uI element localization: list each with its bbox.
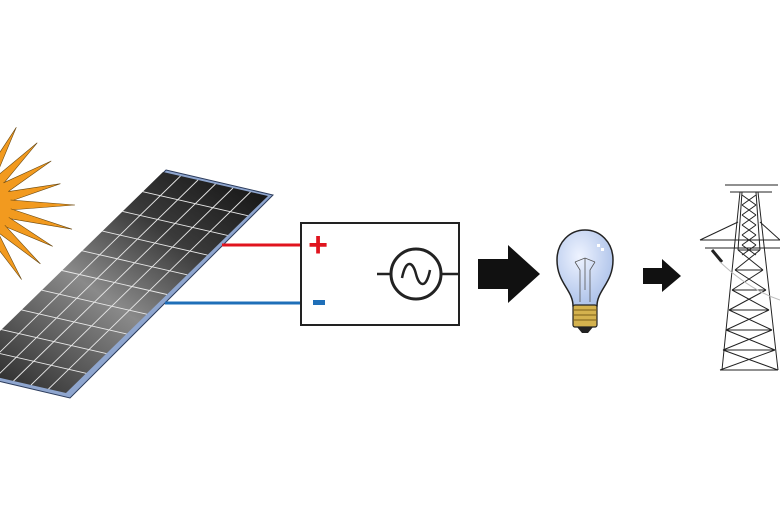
plus-label: +: [308, 226, 328, 264]
sun-disc: [0, 179, 11, 231]
pylon-strut: [725, 309, 770, 331]
sun-ray: [0, 235, 22, 280]
panel-grid-line: [41, 289, 147, 315]
pylon-strut: [722, 329, 773, 351]
pylon-strut: [741, 224, 757, 236]
arrow-right-small-icon: [643, 259, 681, 292]
sun-ray: [9, 199, 76, 211]
pylon-strut: [741, 194, 757, 206]
arrow-right-icon: [478, 245, 540, 303]
pylon-strut: [721, 191, 741, 371]
pylon-strut: [722, 349, 779, 371]
panel-grid-line: [0, 353, 87, 374]
pylon-strut: [757, 191, 779, 371]
pylon-strut: [731, 289, 770, 311]
pylon-strut: [728, 289, 767, 311]
inverter-box: + -: [300, 222, 460, 326]
power-pylon-icon: [699, 184, 780, 371]
ac-source-icon: [377, 247, 459, 301]
sun-ray: [0, 142, 38, 185]
pylon-strut: [734, 269, 767, 291]
pylon-strut: [734, 249, 761, 271]
pylon-strut: [731, 269, 764, 291]
power-line: [719, 261, 780, 301]
panel-grid-line: [21, 309, 127, 335]
panel-grid-line: [142, 191, 248, 217]
minus-label-mark: [313, 300, 325, 305]
solar-panel: [0, 169, 274, 399]
sun-icon: [0, 127, 76, 280]
panel-grid-line: [82, 250, 188, 276]
pylon-strut: [737, 191, 743, 251]
pylon-strut: [728, 309, 773, 331]
light-bulb-icon: [556, 229, 614, 333]
panel-grid-line: [102, 230, 208, 256]
pylon-strut: [759, 221, 780, 241]
pylon-strut: [699, 221, 739, 241]
panel-grid-line: [1, 329, 107, 355]
panel-grid-line: [61, 270, 168, 295]
pylon-strut: [719, 349, 776, 371]
pylon-strut: [741, 214, 757, 226]
pylon-strut: [741, 234, 757, 246]
panel-cell-grid: [0, 175, 251, 390]
sun-ray: [0, 127, 17, 168]
pylon-strut: [737, 249, 764, 271]
pylon-strut: [725, 329, 776, 351]
pylon-strut: [741, 204, 757, 216]
panel-grid-line: [122, 210, 228, 236]
pylon-insulator: [710, 249, 724, 263]
